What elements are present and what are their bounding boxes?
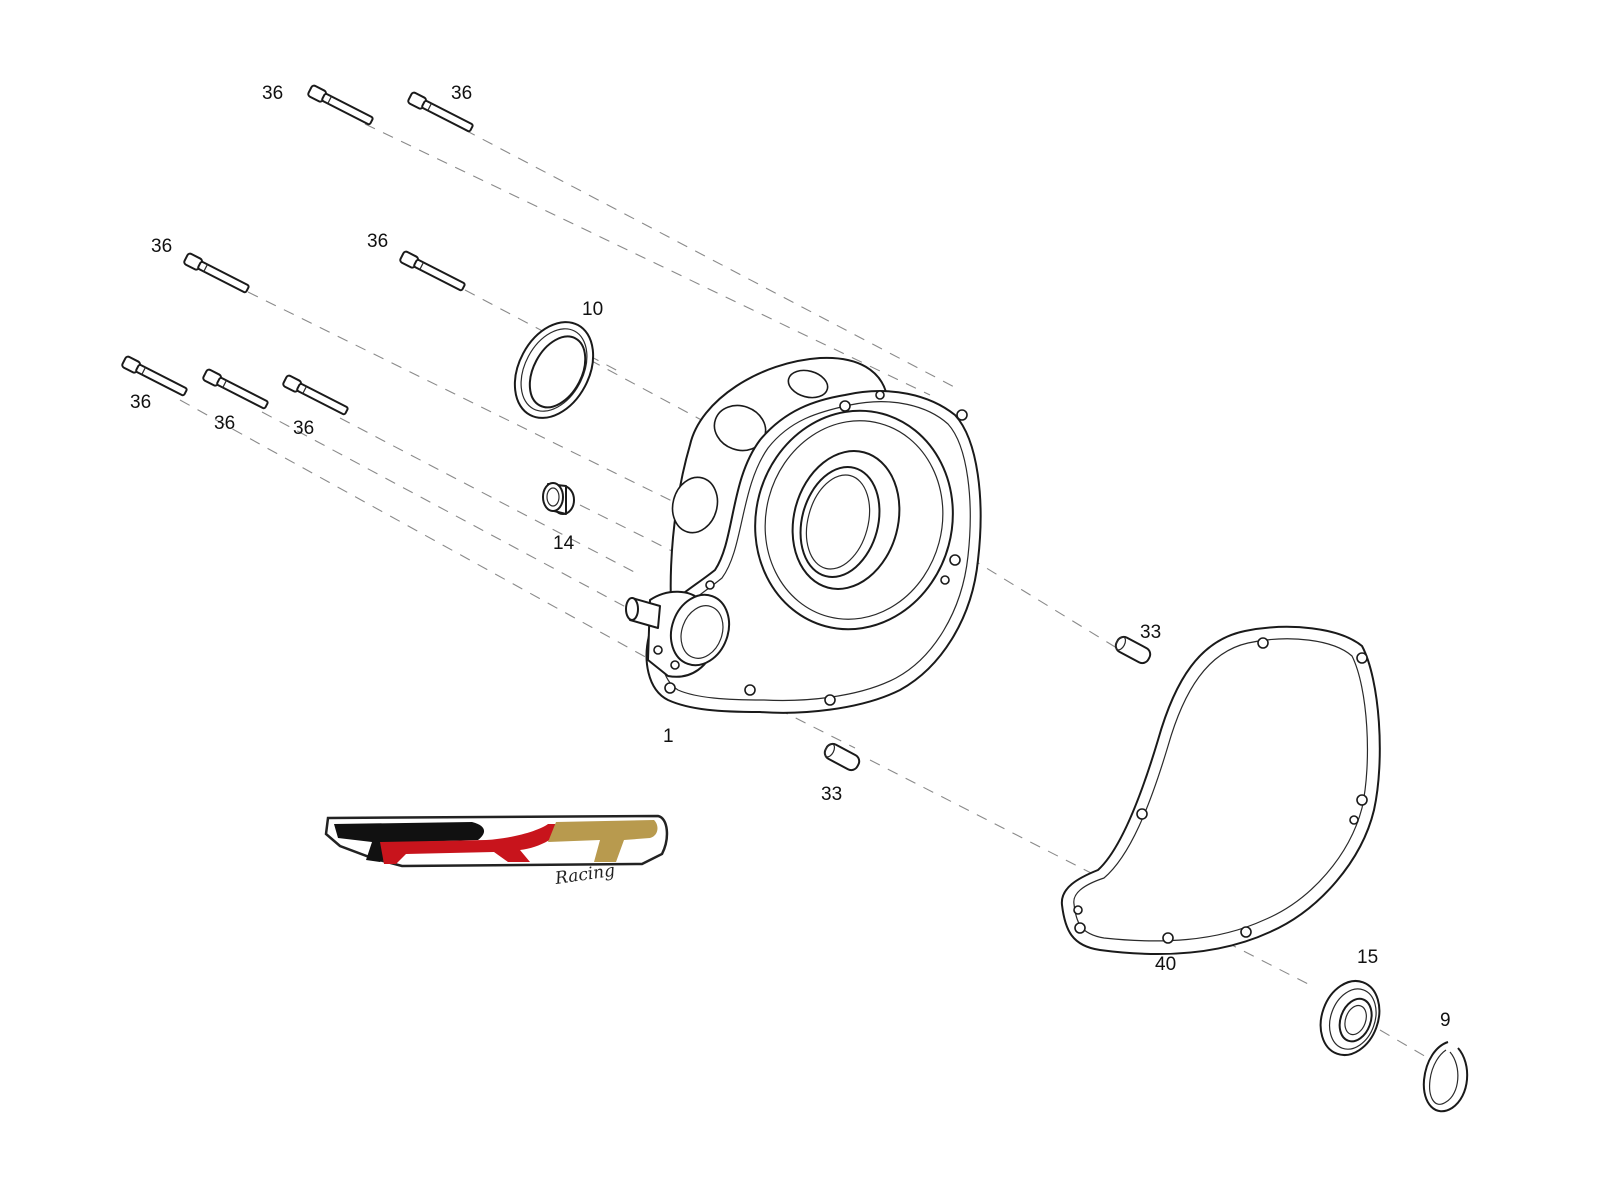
brand-logo: Racing: [324, 814, 669, 889]
callout-label-bolt: 36: [151, 236, 172, 257]
callout-labels: 36 36 36 36 36 36 36 10 14 1 33 33 40 15…: [130, 83, 1451, 1031]
brand-logo-red-stroke: [380, 824, 566, 864]
bolt-part: [202, 368, 269, 410]
bolt-part: [399, 250, 466, 292]
ball-bearing-part: [1319, 980, 1381, 1056]
callout-label-bolt: 36: [451, 83, 472, 104]
bolt-part: [282, 374, 349, 416]
callout-label-bearing: 15: [1357, 947, 1378, 968]
dowel-pin-part: [823, 742, 861, 772]
dowel-pin-part: [1114, 635, 1152, 665]
callout-label-bolt: 36: [367, 231, 388, 252]
callout-label-bolt: 36: [214, 413, 235, 434]
callout-label-cover: 1: [663, 726, 674, 747]
gasket-part: [1060, 625, 1381, 955]
bolt-part: [121, 355, 188, 397]
callout-label-dowel-pin: 33: [1140, 622, 1161, 643]
bolt-part: [183, 252, 250, 294]
circlip-part: [1422, 1041, 1469, 1113]
bolt-part: [307, 84, 374, 126]
callout-label-bolt: 36: [130, 392, 151, 413]
bushing-part: [542, 482, 575, 515]
callout-label-gasket: 40: [1155, 954, 1176, 975]
engine-side-cover-part: [625, 356, 982, 714]
oil-seal-part: [513, 321, 595, 419]
callout-label-dowel-pin: 33: [821, 784, 842, 805]
callout-label-bushing: 14: [553, 533, 575, 554]
callout-label-bolt: 36: [262, 83, 283, 104]
callout-label-bolt: 36: [293, 418, 314, 439]
bolt-part: [407, 91, 474, 133]
callout-label-circlip: 9: [1440, 1010, 1451, 1031]
brand-logo-gold-stroke: [548, 820, 658, 862]
callout-label-oil-seal: 10: [582, 299, 603, 320]
